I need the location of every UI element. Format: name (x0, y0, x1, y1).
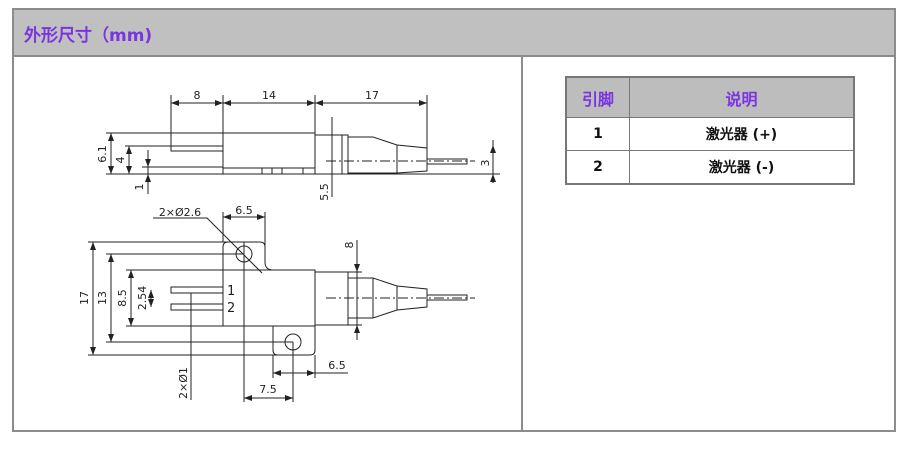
table-header-row: 引脚 说明 (565, 76, 855, 118)
pin-number: 1 (565, 117, 630, 151)
table-row: 2 激光器 (-) (565, 150, 855, 185)
top-view: 8 14 17 6.1 4 1 5.5 3 (96, 89, 500, 201)
column-divider (521, 57, 523, 430)
dim-label: 17 (78, 291, 91, 305)
dimensions-panel: 外形尺寸（mm) (12, 8, 896, 432)
dim-label: 8.5 (116, 289, 129, 307)
column-header: 说明 (629, 76, 855, 118)
dim-label: 8 (194, 89, 201, 102)
dim-label: 6.5 (235, 204, 253, 217)
dim-label: 8 (343, 242, 356, 249)
dim-label: 3 (479, 160, 492, 167)
dim-label: 2.54 (136, 286, 149, 311)
dim-label: 1 (133, 184, 146, 191)
pin-label: 1 (227, 284, 235, 299)
column-header: 引脚 (565, 76, 630, 118)
pin-description: 激光器 (+) (629, 117, 855, 151)
side-view: 2×Ø2.6 6.5 17 13 8.5 2.54 2×Ø1 8 6.5 7.5… (78, 204, 475, 402)
dim-label: 14 (262, 89, 276, 102)
dim-label: 17 (365, 89, 379, 102)
section-header: 外形尺寸（mm) (14, 10, 894, 57)
dim-label: 7.5 (259, 383, 277, 396)
pin-number: 2 (565, 150, 630, 185)
pin-label: 2 (227, 301, 235, 316)
dim-label: 2×Ø1 (177, 367, 190, 399)
dimension-drawing: 8 14 17 6.1 4 1 5.5 3 (78, 89, 500, 402)
dim-label: 4 (114, 157, 127, 164)
pin-table: 引脚 说明 1 激光器 (+) 2 激光器 (-) (565, 76, 855, 185)
dim-label: 13 (96, 291, 109, 305)
section-title: 外形尺寸（mm) (24, 26, 153, 46)
dim-label: 6.1 (96, 145, 109, 163)
table-row: 1 激光器 (+) (565, 117, 855, 151)
dim-label: 2×Ø2.6 (159, 206, 201, 219)
dim-label: 5.5 (318, 183, 331, 201)
pin-description: 激光器 (-) (629, 150, 855, 185)
dim-label: 6.5 (328, 359, 346, 372)
